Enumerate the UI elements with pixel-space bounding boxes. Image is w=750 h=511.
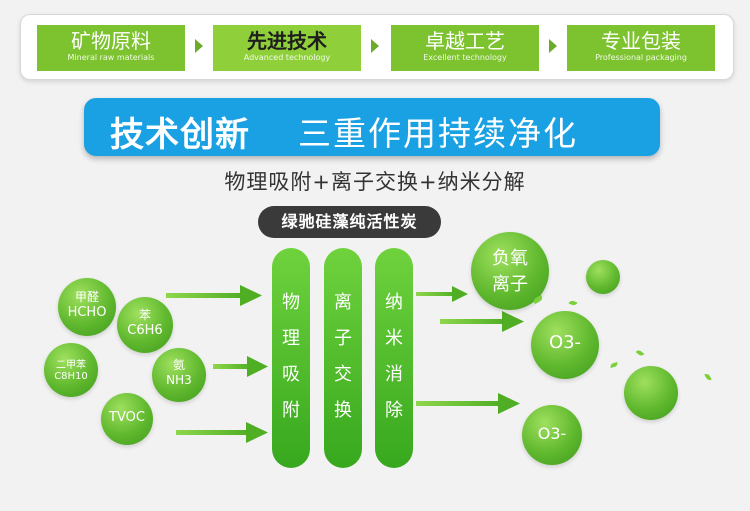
pollutant-name: 氨 bbox=[172, 358, 185, 372]
pollutant-formula: C8H10 bbox=[54, 371, 88, 382]
process-column-nano-removal: 纳 米 消 除 bbox=[375, 248, 413, 468]
process-char: 附 bbox=[282, 400, 300, 421]
decorative-ball bbox=[586, 260, 620, 294]
pollutant-benzene: 苯 C6H6 bbox=[117, 297, 173, 353]
process-char: 消 bbox=[385, 364, 403, 385]
step-subtitle: Excellent technology bbox=[423, 53, 507, 62]
process-char: 理 bbox=[282, 328, 300, 349]
output-ozone-2: O3- bbox=[522, 405, 582, 465]
pollutant-name: 甲醛 bbox=[74, 290, 99, 304]
arrow-in-1 bbox=[166, 285, 262, 306]
arrow-out-3 bbox=[416, 393, 520, 414]
pollutant-name: 二甲苯 bbox=[56, 360, 86, 371]
output-label: O3- bbox=[537, 424, 567, 443]
chevron-right-icon bbox=[371, 39, 379, 53]
banner-title: 三重作用持续净化 bbox=[298, 114, 578, 153]
arrow-in-3 bbox=[176, 422, 268, 443]
pollutant-tvoc: TVOC bbox=[101, 393, 153, 445]
decorative-ball bbox=[624, 366, 678, 420]
process-char: 换 bbox=[334, 400, 352, 421]
output-ozone-1: O3- bbox=[531, 311, 599, 379]
step-title: 先进技术 bbox=[247, 29, 327, 53]
pollutant-xylene: 二甲苯 C8H10 bbox=[44, 343, 98, 397]
subtitle: 物理吸附+离子交换+纳米分解 bbox=[224, 170, 526, 194]
title-banner: 技术创新 三重作用持续净化 bbox=[84, 98, 660, 156]
pollutant-name: 苯 bbox=[138, 308, 151, 322]
pollutant-ammonia: 氨 NH3 bbox=[152, 348, 206, 402]
arrow-in-2 bbox=[213, 356, 268, 377]
process-column-ion-exchange: 离 子 交 换 bbox=[324, 248, 362, 468]
chevron-right-icon bbox=[549, 39, 557, 53]
process-char: 纳 bbox=[385, 292, 403, 313]
arrow-out-2 bbox=[440, 311, 524, 332]
pollutant-formula: C6H6 bbox=[127, 323, 163, 338]
process-char: 交 bbox=[334, 364, 352, 385]
step-title: 卓越工艺 bbox=[425, 29, 505, 53]
output-label: 离子 bbox=[492, 274, 528, 295]
process-steps-bar: 矿物原料 Mineral raw materials 先进技术 Advanced… bbox=[20, 14, 734, 80]
step-subtitle: Professional packaging bbox=[595, 53, 687, 62]
arrow-out-1 bbox=[416, 286, 468, 302]
process-char: 离 bbox=[334, 292, 352, 313]
step-subtitle: Advanced technology bbox=[243, 53, 331, 62]
product-label: 绿驰硅藻纯活性炭 bbox=[258, 206, 441, 238]
step-raw-materials: 矿物原料 Mineral raw materials bbox=[37, 25, 185, 71]
process-char: 子 bbox=[334, 328, 352, 349]
chevron-right-icon bbox=[195, 39, 203, 53]
step-advanced-technology: 先进技术 Advanced technology bbox=[213, 25, 361, 71]
pollutant-formaldehyde: 甲醛 HCHO bbox=[58, 278, 116, 336]
pollutant-name: TVOC bbox=[109, 410, 145, 425]
step-title: 矿物原料 bbox=[71, 29, 151, 53]
process-char: 吸 bbox=[282, 364, 300, 385]
process-char: 物 bbox=[282, 292, 300, 313]
step-professional-packaging: 专业包装 Professional packaging bbox=[567, 25, 715, 71]
process-column-physical-adsorption: 物 理 吸 附 bbox=[272, 248, 310, 468]
output-label: O3- bbox=[548, 332, 582, 353]
pollutant-formula: HCHO bbox=[67, 305, 107, 320]
output-label: 负氧 bbox=[492, 248, 528, 269]
banner-bold-title: 技术创新 bbox=[110, 115, 250, 155]
process-char: 米 bbox=[385, 328, 403, 349]
step-subtitle: Mineral raw materials bbox=[67, 53, 155, 62]
process-char: 除 bbox=[385, 400, 403, 421]
pollutant-formula: NH3 bbox=[166, 373, 192, 387]
step-title: 专业包装 bbox=[601, 29, 681, 53]
step-excellent-technology: 卓越工艺 Excellent technology bbox=[391, 25, 539, 71]
